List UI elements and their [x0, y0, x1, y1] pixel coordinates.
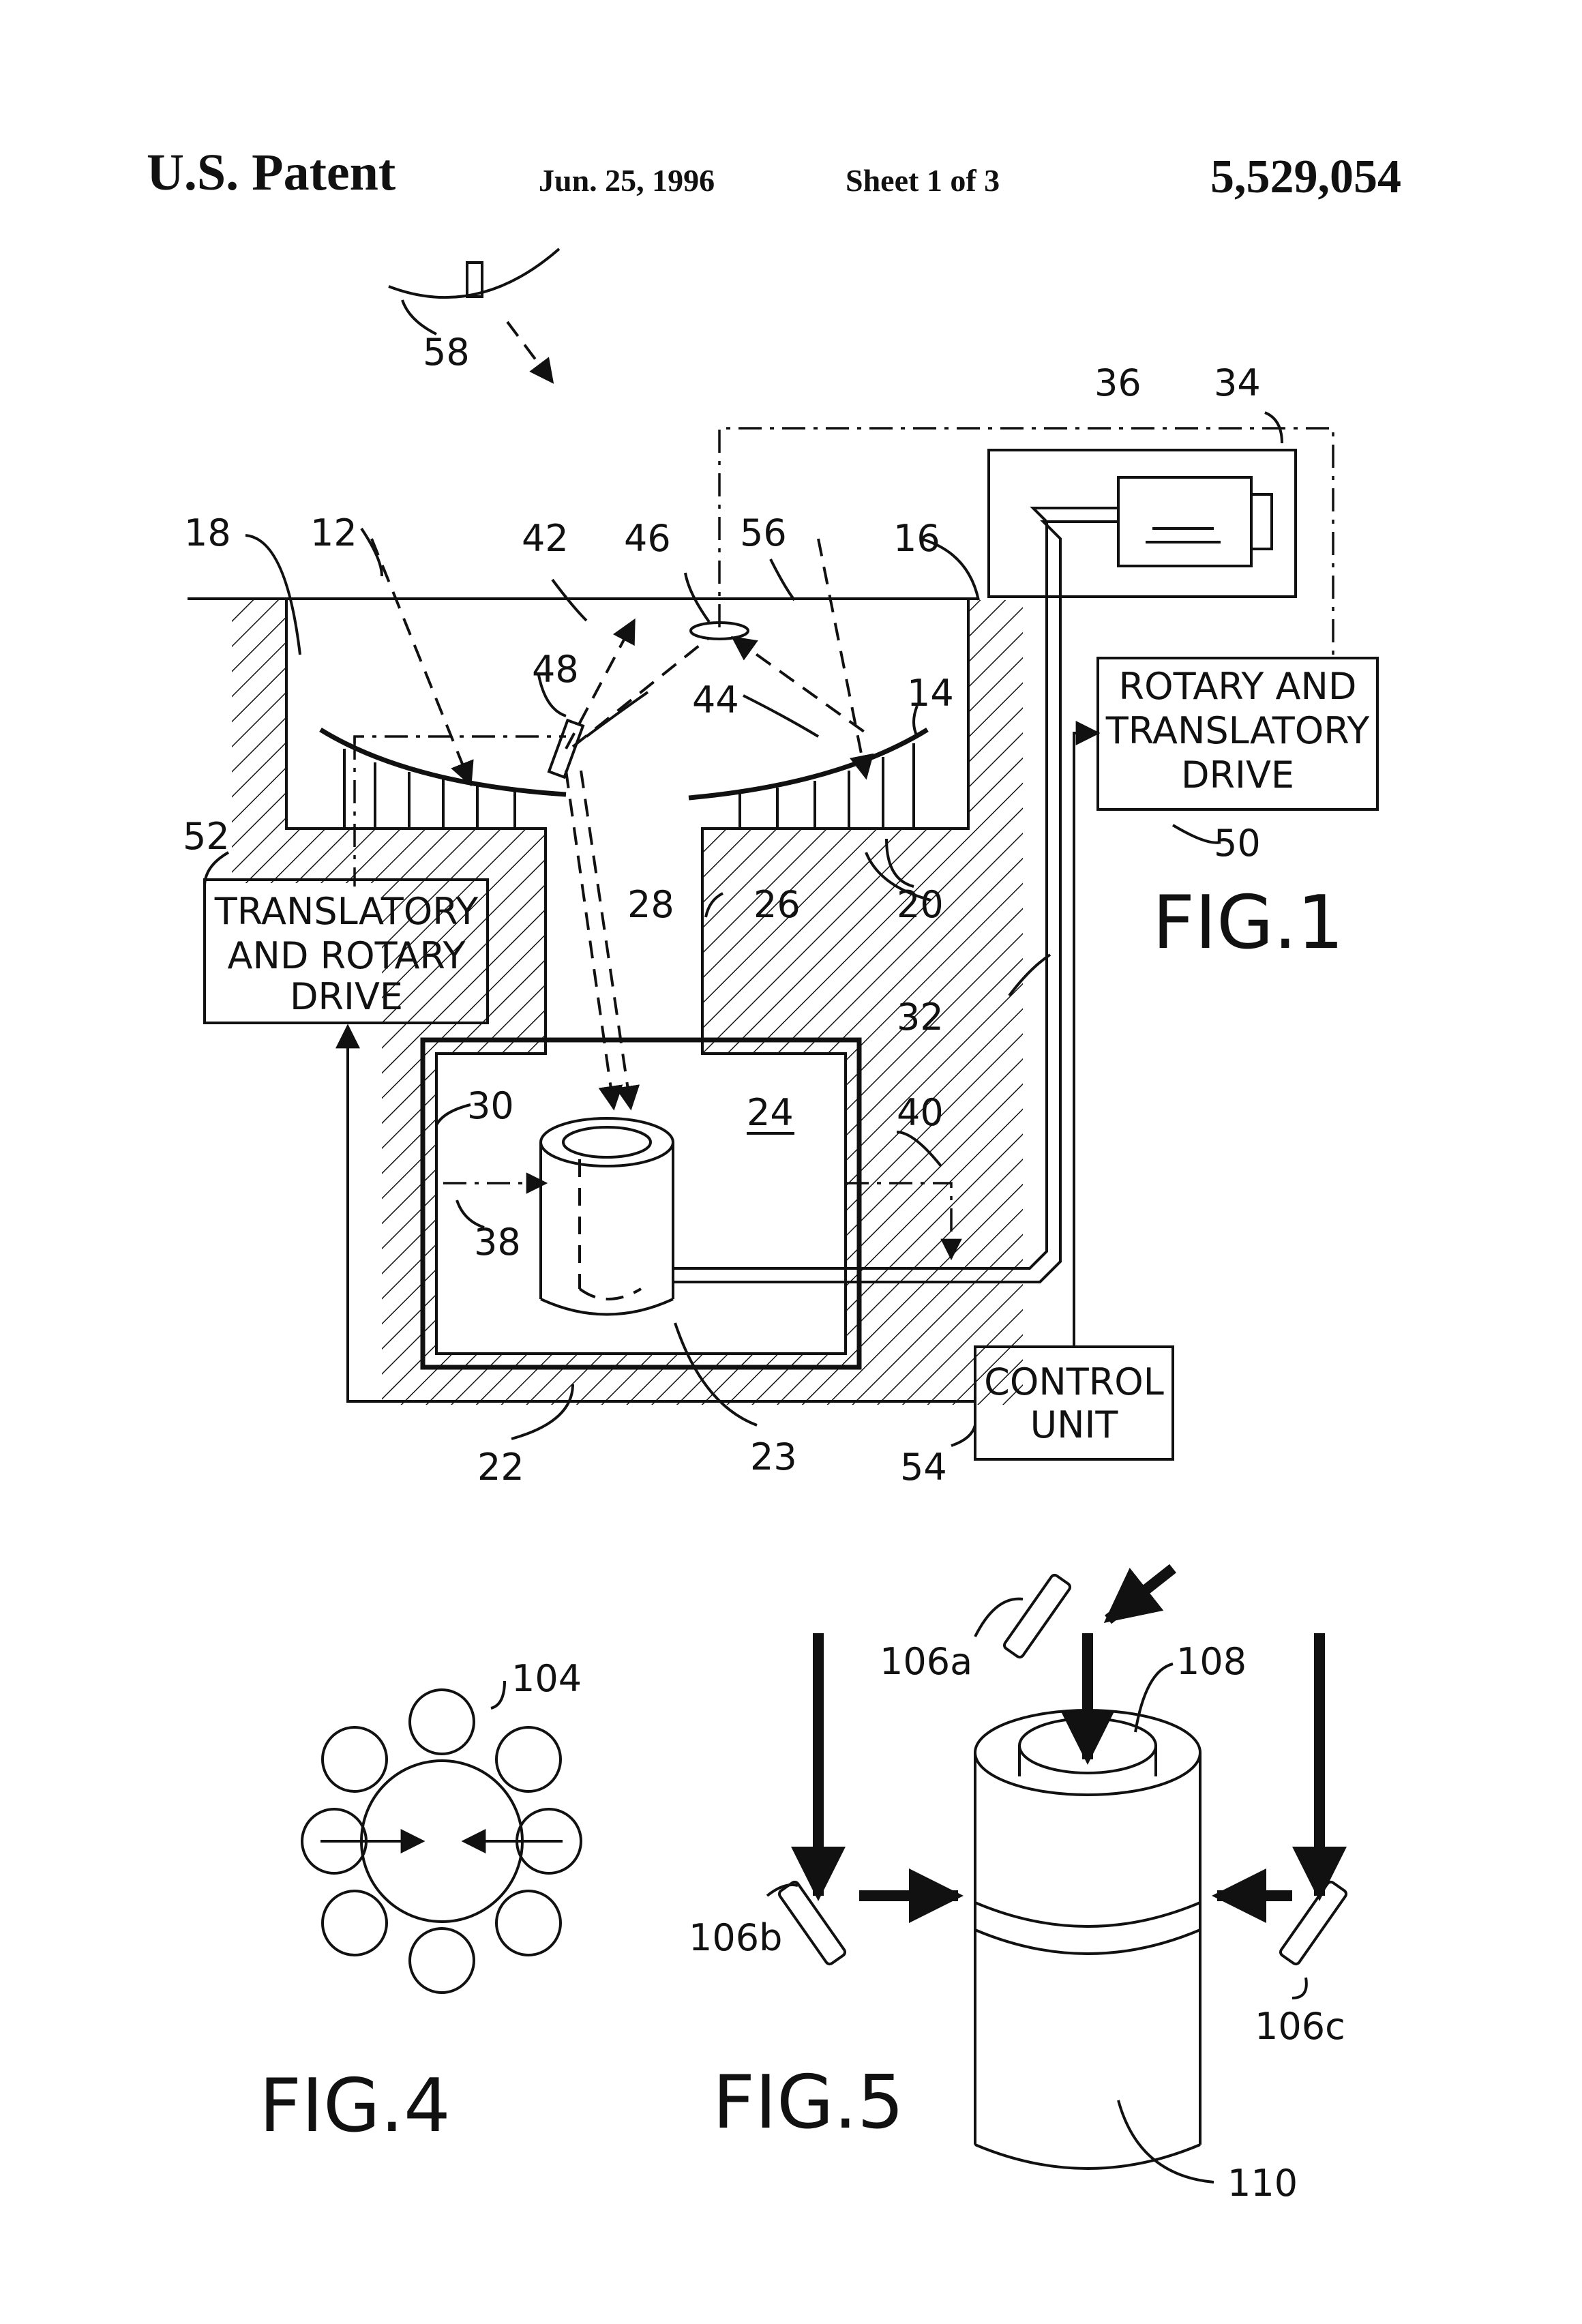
rotary-drive-line1: ROTARY AND [1119, 665, 1357, 708]
ref-36: 36 [1094, 361, 1141, 404]
ref-44: 44 [692, 679, 739, 721]
fig5-cylinder [975, 1710, 1200, 2169]
translatory-drive-line1: TRANSLATORY [214, 890, 479, 933]
ref-18: 18 [184, 511, 231, 554]
mirror-106b [778, 1881, 847, 1966]
fig5-beams [818, 1568, 1319, 1896]
ref-24: 24 [747, 1091, 794, 1134]
fig4-group: 104 FIG.4 [259, 1657, 582, 2149]
ref-42: 42 [522, 517, 569, 560]
ref-52: 52 [183, 815, 230, 858]
receiver-cylinder [541, 1118, 673, 1315]
ref-104: 104 [511, 1657, 582, 1700]
control-unit-line1: CONTROL [984, 1360, 1164, 1403]
reflector-supports [344, 743, 914, 829]
rotary-drive-line2: TRANSLATORY [1105, 709, 1371, 752]
ref-22: 22 [477, 1446, 524, 1489]
ref-12: 12 [310, 511, 357, 554]
remote-mirror [389, 249, 559, 297]
fig4-label: FIG.4 [259, 2064, 451, 2149]
ref-14: 14 [907, 672, 954, 715]
engine-housing [989, 450, 1296, 597]
control-wire-right [1074, 733, 1098, 1347]
ref-28: 28 [627, 883, 674, 926]
fig4-leader [491, 1681, 505, 1708]
ref-48: 48 [532, 648, 579, 691]
ref-23: 23 [750, 1435, 797, 1478]
ref-16: 16 [893, 517, 940, 560]
ref-32: 32 [897, 996, 944, 1039]
ref-54: 54 [900, 1446, 947, 1489]
rotary-drive-line3: DRIVE [1181, 754, 1294, 796]
ref-56: 56 [740, 511, 787, 554]
ref-106c: 106c [1255, 2005, 1345, 2048]
ref-58: 58 [423, 331, 470, 374]
ref-30: 30 [467, 1084, 514, 1127]
ref-34: 34 [1214, 361, 1261, 404]
right-reflector [689, 730, 927, 798]
fig5-group: 106a 108 106b 106c 110 FIG.5 [689, 1568, 1347, 2205]
ref-106a: 106a [880, 1640, 972, 1683]
engine [1118, 477, 1251, 566]
translatory-drive-line2: AND ROTARY [228, 934, 466, 977]
remote-mirror-sensor [467, 263, 482, 297]
ref-106b: 106b [689, 1916, 782, 1959]
mirror-106a [1003, 1574, 1072, 1659]
ref-38: 38 [474, 1221, 521, 1264]
ref-46: 46 [624, 517, 671, 560]
engine-lines [1146, 528, 1221, 542]
ref-110: 110 [1227, 2162, 1298, 2205]
fig1-group: ROTARY AND TRANSLATORY DRIVE TRANSLATORY… [183, 249, 1377, 1489]
ref-20: 20 [897, 883, 944, 926]
engine-shaft [1251, 494, 1272, 549]
fig1-label: FIG.1 [1152, 880, 1344, 966]
ref-108: 108 [1176, 1640, 1247, 1683]
fig5-label: FIG.5 [713, 2060, 904, 2145]
control-unit-line2: UNIT [1030, 1403, 1119, 1446]
ref-40: 40 [897, 1091, 944, 1134]
translatory-drive-line3: DRIVE [290, 975, 403, 1018]
ref-50: 50 [1214, 822, 1261, 865]
ref-26: 26 [753, 883, 801, 926]
